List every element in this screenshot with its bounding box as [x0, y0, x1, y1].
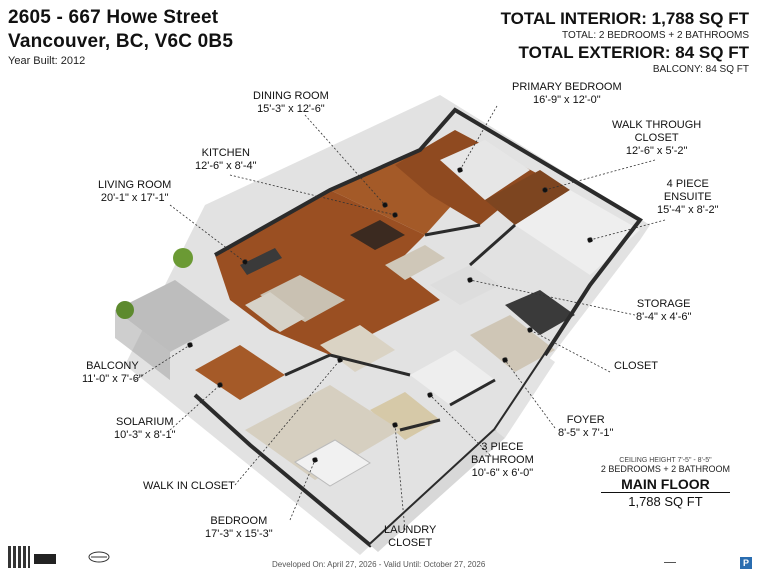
total-exterior: TOTAL EXTERIOR: 84 SQ FT	[518, 43, 749, 62]
developed-validity: Developed On: April 27, 2026 - Valid Unt…	[272, 560, 486, 569]
label-walk-in-closet: WALK IN CLOSET	[143, 480, 235, 492]
parking-logo-icon: P	[740, 557, 752, 569]
interior-wall	[469, 223, 516, 267]
total-breakdown: TOTAL: 2 BEDROOMS + 2 BATHROOMS	[562, 30, 749, 41]
living-rug	[260, 275, 345, 322]
plant	[116, 301, 134, 319]
realty-studios-logo-icon	[34, 554, 56, 564]
balcony-railing	[115, 310, 170, 380]
laundry-floor	[370, 392, 440, 440]
label-closet: CLOSET	[614, 360, 659, 372]
wall-side	[370, 430, 505, 552]
floor-name: MAIN FLOOR	[600, 476, 730, 493]
primary-bedroom-carpet	[440, 140, 530, 200]
scale-icon	[664, 556, 676, 563]
bedroom-floor	[245, 385, 400, 480]
walk-in-closet-floor	[320, 325, 395, 372]
kitchen-island	[385, 245, 445, 280]
ensuite-floor	[515, 190, 640, 275]
floor-summary: 2 BEDROOMS + 2 BATHROOM	[600, 464, 730, 474]
interior-wall	[449, 378, 496, 407]
dining-table	[350, 220, 405, 250]
balcony-floor	[115, 280, 230, 352]
storage-floor	[430, 265, 500, 305]
foyer-floor	[470, 315, 555, 372]
tv-unit	[240, 248, 282, 275]
floor-sqft: 1,788 SQ FT	[628, 494, 703, 509]
closet-floor	[505, 290, 575, 335]
total-interior: TOTAL INTERIOR: 1,788 SQ FT	[500, 9, 749, 28]
address-line-2: Vancouver, BC, V6C 0B5	[8, 31, 234, 52]
year-built: Year Built: 2012	[8, 55, 86, 67]
wall-side	[495, 355, 555, 438]
floor-legend: CEILING HEIGHT 7'-5" - 8'-5" 2 BEDROOMS …	[600, 457, 730, 509]
ceiling-height: CEILING HEIGHT 7'-5" - 8'-5"	[619, 457, 712, 464]
brand-logo-icon	[88, 550, 110, 563]
interior-wall	[329, 353, 411, 377]
bed	[294, 439, 371, 487]
interior-wall	[284, 353, 331, 377]
balcony-sqft: BALCONY: 84 SQ FT	[652, 64, 749, 75]
address-line-1: 2605 - 667 Howe Street	[8, 7, 219, 28]
exterior-wall	[193, 107, 643, 548]
plant	[173, 248, 193, 268]
solarium-floor	[195, 345, 285, 400]
interior-wall	[424, 223, 481, 237]
qr-code-icon	[8, 546, 30, 568]
sofa	[245, 292, 305, 332]
interior-wall	[399, 418, 441, 432]
walk-through-closet-floor	[485, 170, 570, 225]
